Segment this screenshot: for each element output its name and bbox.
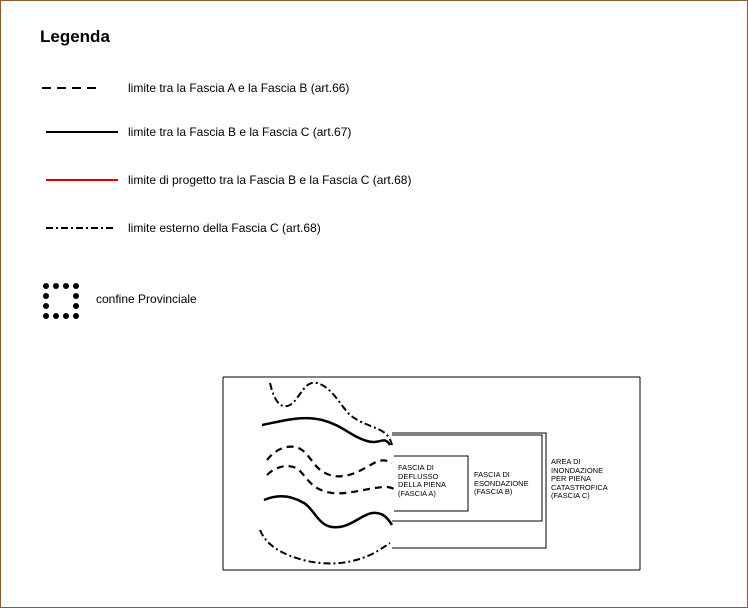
legend-item-label: limite tra la Fascia B e la Fascia C (ar… [128, 125, 352, 139]
fasce-diagram-drawing [222, 376, 641, 571]
legend-title: Legenda [40, 27, 110, 46]
legend-item-label: confine Provinciale [96, 292, 197, 306]
fascia-c-label: AREA DI INONDAZIONE PER PIENA CATASTROFI… [551, 457, 608, 500]
solid-line-symbol [46, 131, 118, 133]
fasce-diagram: FASCIA DI DEFLUSSO DELLA PIENA (FASCIA A… [222, 375, 642, 580]
legend-item-label: limite di progetto tra la Fascia B e la … [128, 173, 412, 187]
fascia-b-label: FASCIA DI ESONDAZIONE (FASCIA B) [474, 470, 529, 496]
dash-dot-line-symbol [46, 227, 116, 229]
red-line-symbol [46, 179, 118, 181]
legend-item-label: limite tra la Fascia A e la Fascia B (ar… [128, 81, 350, 95]
dashed-line-symbol [42, 87, 98, 89]
legend-item-label: limite esterno della Fascia C (art.68) [128, 221, 321, 235]
fascia-a-label: FASCIA DI DEFLUSSO DELLA PIENA (FASCIA A… [398, 463, 446, 498]
legend-item-confine-provinciale: confine Provinciale [40, 280, 197, 320]
dotted-box-symbol [43, 283, 79, 319]
